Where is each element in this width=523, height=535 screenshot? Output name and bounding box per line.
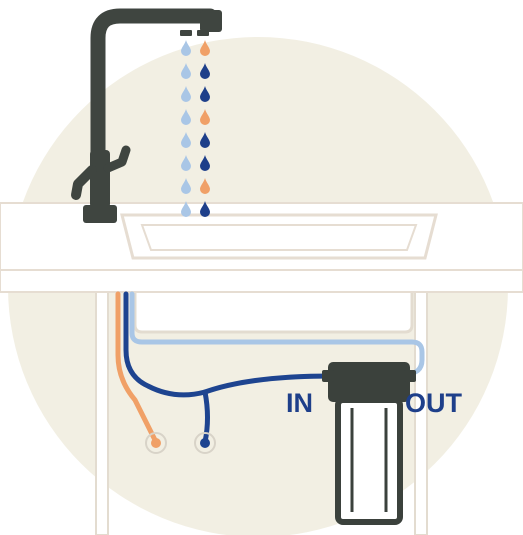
cold-water-drop [200, 63, 210, 79]
cabinet-left-leg [95, 291, 109, 535]
cold-water-pipe [123, 291, 335, 398]
filtered-water-drop [181, 63, 191, 79]
filtered-water-drop [181, 155, 191, 171]
filtered-water-drop [181, 109, 191, 125]
filter-bowl [335, 397, 403, 525]
filter-in-label: IN [286, 388, 313, 418]
water-filter-cartridge-icon [322, 362, 416, 525]
cold-water-valve-icon [194, 432, 216, 454]
faucet-body [90, 150, 110, 208]
hot-water-valve-icon [145, 432, 167, 454]
faucet-outlet-left [180, 30, 192, 36]
cold-water-drop [200, 132, 210, 148]
filtered-water-pipe [129, 291, 425, 377]
filtered-water-drop [181, 40, 191, 56]
hot-water-drop [200, 109, 210, 125]
cold-water-drop [200, 155, 210, 171]
hot-water-drop [200, 178, 210, 194]
cold-water-drop [200, 86, 210, 102]
pipes [115, 291, 425, 445]
sink-basin-underside [133, 292, 414, 334]
faucet-base [83, 205, 117, 223]
filtered-water-drop [181, 201, 191, 217]
filtered-water-drop [181, 86, 191, 102]
hot-water-drop [200, 40, 210, 56]
faucet-spout-tip [200, 10, 222, 32]
cold-water-branch [202, 389, 210, 445]
filter-outlet-port [404, 370, 416, 382]
counter-front-edge [0, 269, 523, 293]
countertop [0, 202, 523, 293]
filter-head [328, 362, 410, 402]
faucet-spout [90, 8, 218, 208]
filtered-water-drop [181, 132, 191, 148]
sink-inner [140, 224, 418, 251]
filter-inlet-port [322, 370, 334, 382]
three-way-tap-icon [71, 8, 222, 223]
filtered-water-drop [181, 178, 191, 194]
water-drops [181, 40, 210, 217]
filter-out-label: OUT [405, 388, 463, 418]
faucet-handle-right [103, 145, 131, 173]
hot-water-pipe [115, 291, 158, 443]
cold-water-drop [200, 201, 210, 217]
faucet-outlet-right [197, 30, 209, 36]
faucet-handle-left [71, 165, 97, 200]
